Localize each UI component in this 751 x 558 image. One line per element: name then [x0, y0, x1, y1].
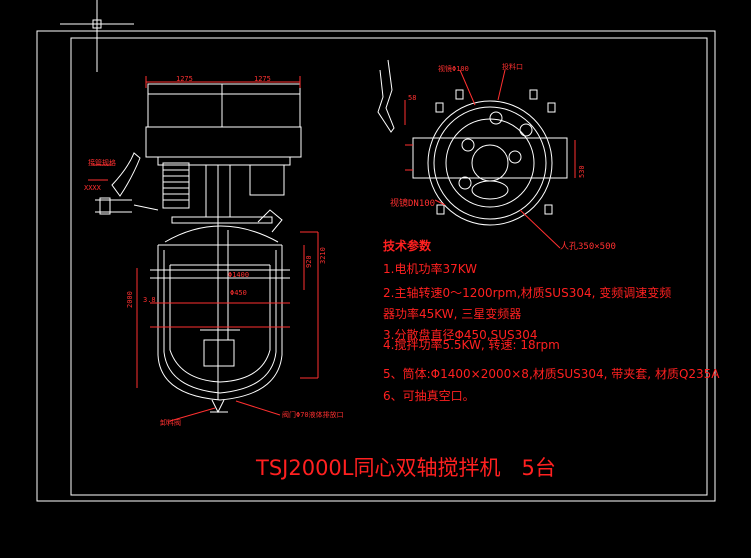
label-motor-note: XXXX: [84, 184, 101, 192]
dim-mid-1: Φ450: [230, 289, 247, 297]
label-flange-left: 接管规格: [88, 159, 116, 167]
drawing-title: TSJ2000L同心双轴搅拌机 5台: [256, 456, 556, 480]
label-plan-manhole: 人孔350×500: [560, 242, 616, 252]
outer-border: [36, 30, 716, 502]
dim-top-left: 1275: [176, 75, 193, 83]
spec-line-2: 2.主轴转速0～1200rpm,材质SUS304, 变频调速变频: [383, 286, 672, 300]
dim-left-1: 3.8: [143, 296, 156, 304]
spec-heading: 技术参数: [383, 239, 432, 253]
label-bottom: 阀门Φ70液体排放口: [282, 411, 344, 419]
spec-line-5: 5、筒体:Φ1400×2000×8,材质SUS304, 带夹套, 材质Q235A: [383, 367, 720, 381]
label-plan-top-1: 视镜Φ100: [438, 65, 469, 73]
dim-diameter: Φ1400: [228, 271, 250, 279]
label-plan-top-2: 投料口: [502, 63, 523, 71]
label-plan-mark: 58: [408, 94, 417, 102]
spec-line-1: 1.电机功率37KW: [383, 262, 478, 276]
spec-line-4a: 3.分散盘直径Φ450,SUS304: [383, 328, 538, 342]
spec-line-6: 6、可抽真空口。: [383, 389, 475, 403]
cursor-crosshair-icon: [60, 0, 134, 72]
dim-side-2: 3210: [319, 247, 327, 264]
label-valve: 卸料阀: [160, 419, 181, 427]
plan-view: [377, 59, 568, 226]
dim-plan-side: 530: [578, 165, 586, 178]
front-view: [95, 83, 302, 414]
dim-top-right: 1275: [254, 75, 271, 83]
spec-line-4b: 4.搅拌功率5.5KW, 转速: 18rpm: [383, 338, 560, 352]
dim-side-1: 920: [305, 255, 313, 268]
dim-left-2: 2000: [126, 291, 134, 308]
spec-line-3: 器功率45KW, 三星变频器: [383, 307, 522, 321]
inner-border: [70, 37, 708, 496]
label-plan-left: 视镜DN100: [390, 199, 436, 209]
